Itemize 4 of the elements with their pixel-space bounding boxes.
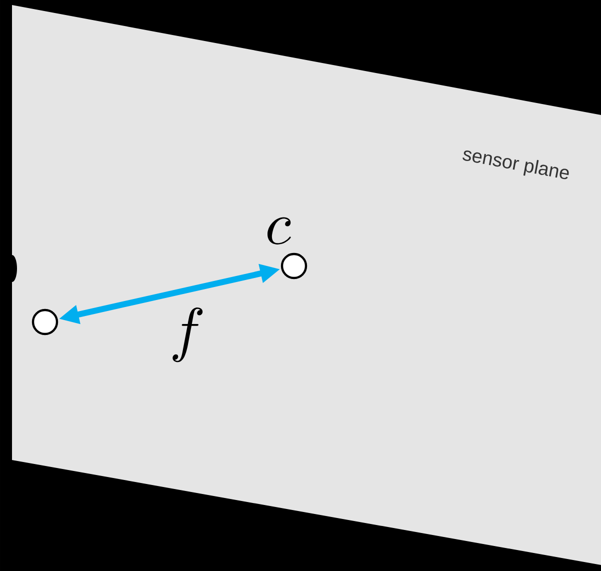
point-marker <box>32 308 58 336</box>
point-label: $c$ <box>267 217 291 244</box>
point-marker <box>280 252 308 280</box>
edge-label: $f$ <box>172 308 203 362</box>
